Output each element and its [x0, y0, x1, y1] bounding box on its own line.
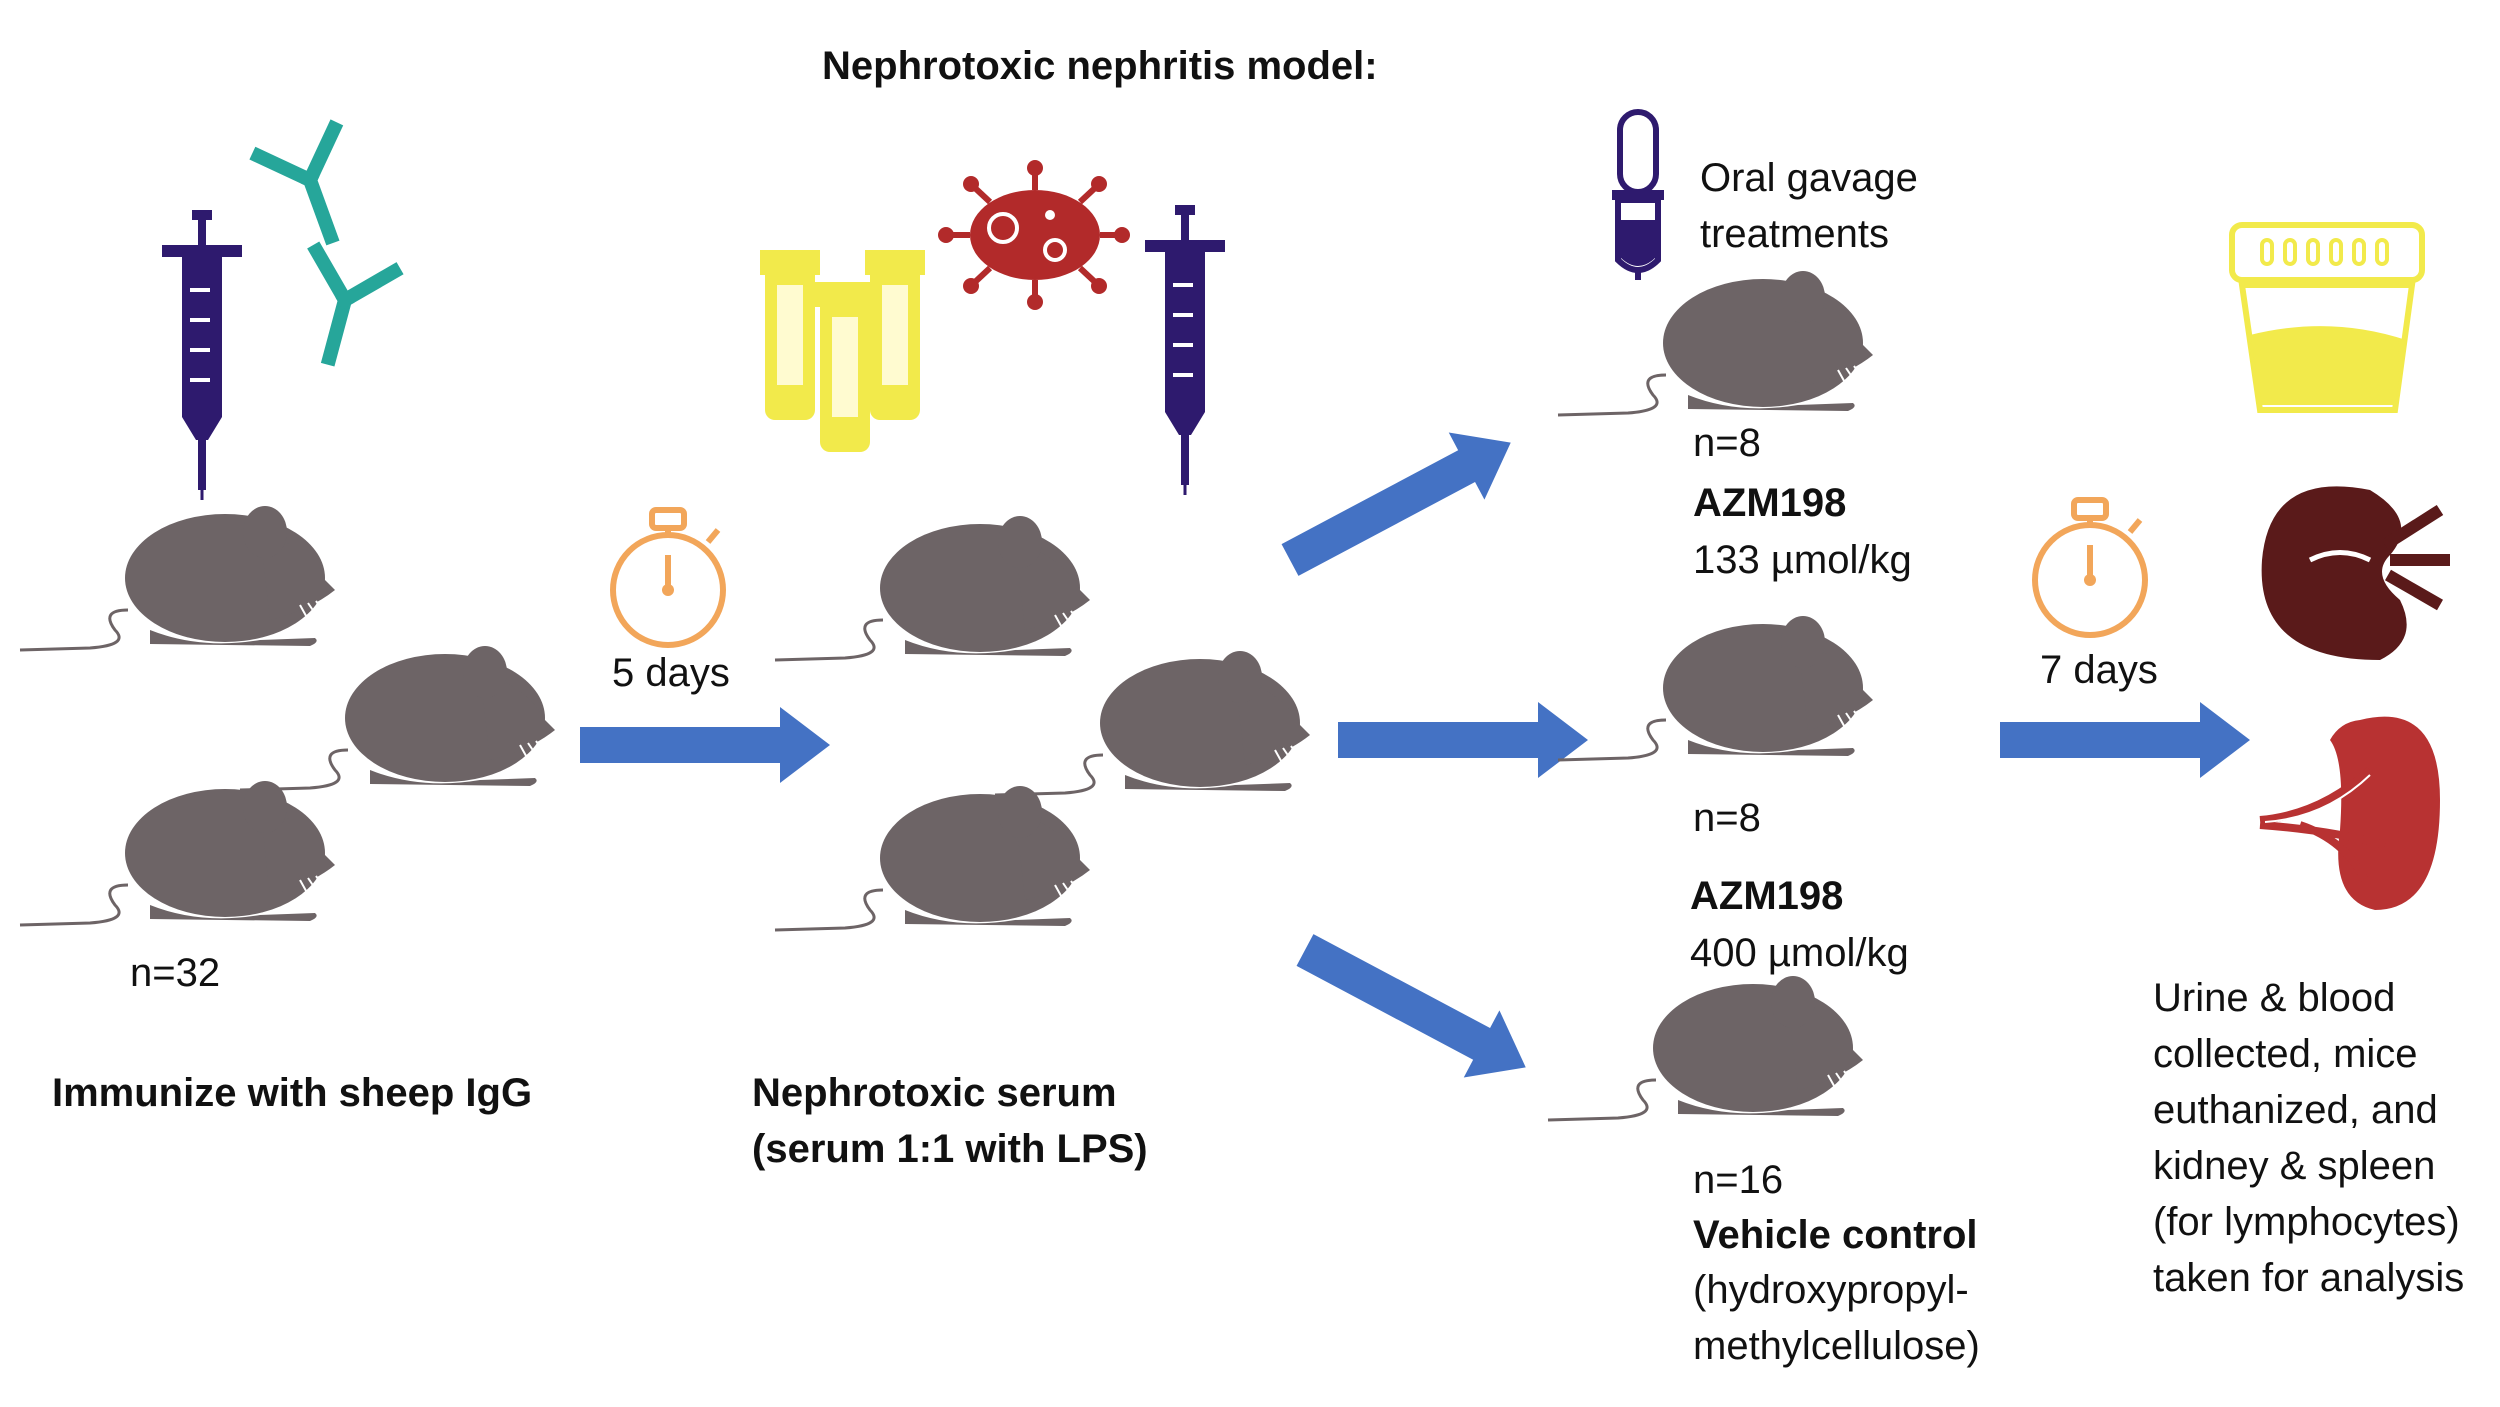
- group-3-detail: (hydroxypropyl- methylcellulose): [1693, 1268, 1980, 1368]
- group-2-count: n=8: [1693, 796, 1761, 840]
- group-1-name: AZM198: [1693, 481, 1847, 525]
- mouse-icon: [773, 784, 1092, 932]
- urine-cup-icon: [2229, 222, 2425, 413]
- group-2-name: AZM198: [1690, 874, 1844, 918]
- antibody-icon: [291, 251, 394, 368]
- arrow-to-outcome: [2000, 702, 2250, 778]
- group-1-count: n=8: [1693, 421, 1761, 465]
- step1-count: n=32: [130, 951, 221, 995]
- syringe-icon: [160, 208, 244, 502]
- step2-label: Nephrotoxic serum (serum 1:1 with LPS): [752, 1071, 1148, 1171]
- mouse-icon: [1556, 614, 1875, 762]
- stopwatch-icon: [613, 510, 723, 645]
- group-3-count: n=16: [1693, 1158, 1784, 1202]
- mouse-icon: [993, 649, 1312, 797]
- mouse-icon: [773, 514, 1092, 662]
- wait1-label: 5 days: [612, 651, 730, 695]
- diagram-title: Nephrotoxic nephritis model:: [822, 44, 1378, 88]
- mouse-icon: [1546, 974, 1865, 1122]
- arrow-to-group-3: [1287, 916, 1544, 1101]
- group-2-detail: 400 µmol/kg: [1690, 931, 1909, 975]
- dropper-icon: [1612, 109, 1664, 280]
- spleen-icon: [2259, 716, 2440, 910]
- arrow-to-group-1: [1272, 409, 1529, 594]
- group-3-name: Vehicle control: [1693, 1213, 1978, 1257]
- group-1-detail: 133 µmol/kg: [1693, 538, 1912, 582]
- serum-tube-icon: [760, 250, 925, 452]
- mouse-icon: [1556, 269, 1875, 417]
- syringe-icon: [1143, 203, 1227, 497]
- outcome-label: Urine & blood collected, mice euthanized…: [2153, 976, 2465, 1300]
- antibody-icon: [259, 129, 368, 250]
- stopwatch-icon: [2035, 500, 2145, 635]
- virus-icon: [938, 160, 1130, 310]
- mouse-icon: [238, 644, 557, 792]
- arrow-step1-to-step2: [580, 707, 830, 783]
- treatment-label: Oral gavage treatments: [1700, 156, 1918, 256]
- step1-label: Immunize with sheep IgG: [52, 1071, 533, 1115]
- wait2-label: 7 days: [2040, 648, 2158, 692]
- mouse-icon: [18, 504, 337, 652]
- arrow-to-group-2: [1338, 702, 1588, 778]
- mouse-icon: [18, 779, 337, 927]
- kidney-icon: [2261, 486, 2450, 660]
